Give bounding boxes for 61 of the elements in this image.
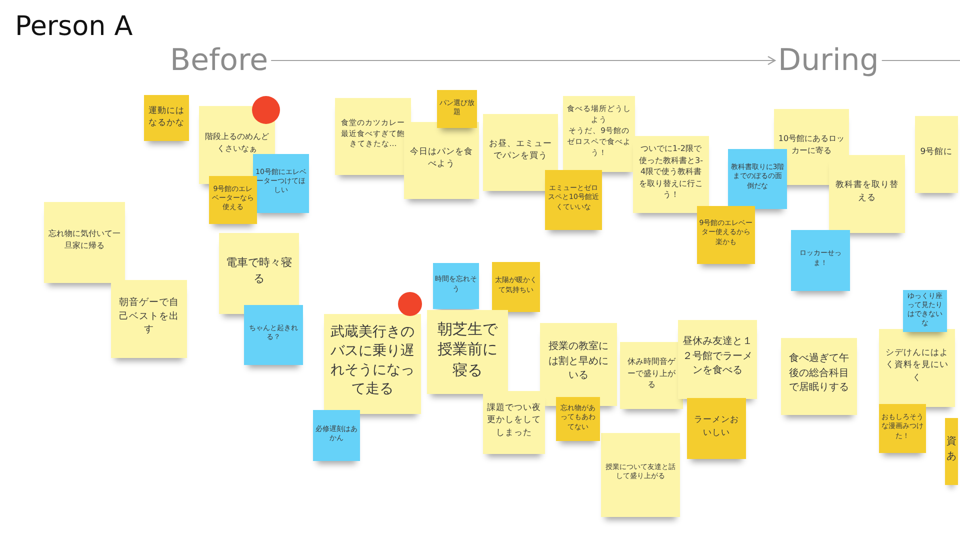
sticky-note — [781, 338, 857, 415]
note-text: 電車で時々寝る — [225, 255, 293, 287]
sticky-note — [483, 114, 558, 191]
sticky-note — [620, 342, 683, 409]
sticky-note — [697, 206, 755, 264]
sticky-note — [335, 98, 411, 175]
sticky-note — [687, 398, 746, 459]
sticky-note — [915, 116, 958, 193]
note-text: 授業の教室には割と早めにいる — [548, 340, 610, 384]
note-text: 今日はパンを食べよう — [409, 146, 474, 170]
sticky-note — [244, 305, 303, 365]
sticky-note — [556, 397, 600, 441]
note-text: 10号館にあるロッカーに寄る — [778, 132, 845, 156]
note-text: 9号館に — [920, 146, 953, 158]
sticky-note — [219, 233, 299, 314]
note-text: ついでに1-2限で使った教科書と3-4限で使う教科書を取り替えに行こう！ — [638, 143, 704, 201]
note-text: 階段上るのめんどくさいなぁ — [204, 130, 270, 154]
sticky-note — [879, 329, 955, 407]
sticky-note — [44, 202, 125, 283]
sticky-note — [492, 262, 540, 312]
note-text: シデけんにはよく資料を見にいく — [884, 347, 950, 384]
note-text: 課題でつい夜更かしをしてしまった — [487, 402, 541, 439]
note-text: 昼休み友達と１２号館でラーメンを食べる — [682, 335, 753, 378]
note-text: 資あ — [946, 435, 957, 464]
note-text: 食べ過ぎて午後の総合科目で居眠りする — [788, 352, 850, 396]
phase-label: During — [778, 44, 879, 77]
note-text: 運動にはなるかな — [148, 104, 185, 130]
sticky-note — [540, 323, 617, 406]
sticky-note — [678, 320, 757, 399]
sticky-note — [111, 280, 187, 358]
note-text: ラーメンおいしい — [693, 414, 740, 439]
sticky-note — [483, 391, 545, 454]
sticky-note — [404, 122, 479, 199]
note-text: 忘れ物に気付いて一旦家に帰る — [48, 228, 121, 252]
page-title: Person A — [15, 12, 133, 42]
sticky-note — [633, 136, 709, 213]
sticky-note — [945, 418, 958, 485]
note-text: 教科書を取り替える — [834, 179, 900, 204]
timeline-line — [881, 60, 960, 61]
timeline-arrow — [270, 56, 776, 66]
sticky-note — [829, 155, 905, 233]
note-text: 朝音ゲーで自己ベストを出す — [118, 296, 180, 338]
sticky-note — [791, 230, 850, 291]
sticky-note — [728, 149, 787, 209]
sticky-note — [879, 404, 926, 453]
sticky-note — [433, 263, 479, 309]
sticky-note — [313, 410, 360, 461]
note-text: 武蔵美行きのバスに乗り遅れそうになって走る — [330, 323, 416, 399]
sticky-note — [601, 433, 680, 517]
sticky-note — [545, 170, 602, 230]
sticky-note — [563, 96, 635, 172]
sticky-note — [253, 154, 309, 213]
note-text: 休み時間音ゲーで盛り上がる — [626, 356, 677, 391]
note-text: 朝芝生で授業前に寝る — [436, 319, 499, 380]
sticky-note — [144, 95, 189, 141]
note-text: お昼、エミューでパンを買う — [488, 138, 553, 162]
sticky-note — [324, 314, 421, 414]
sticky-note — [427, 310, 508, 394]
sticky-note — [209, 176, 257, 224]
sticky-note — [437, 90, 477, 128]
phase-label: Before — [170, 44, 268, 77]
